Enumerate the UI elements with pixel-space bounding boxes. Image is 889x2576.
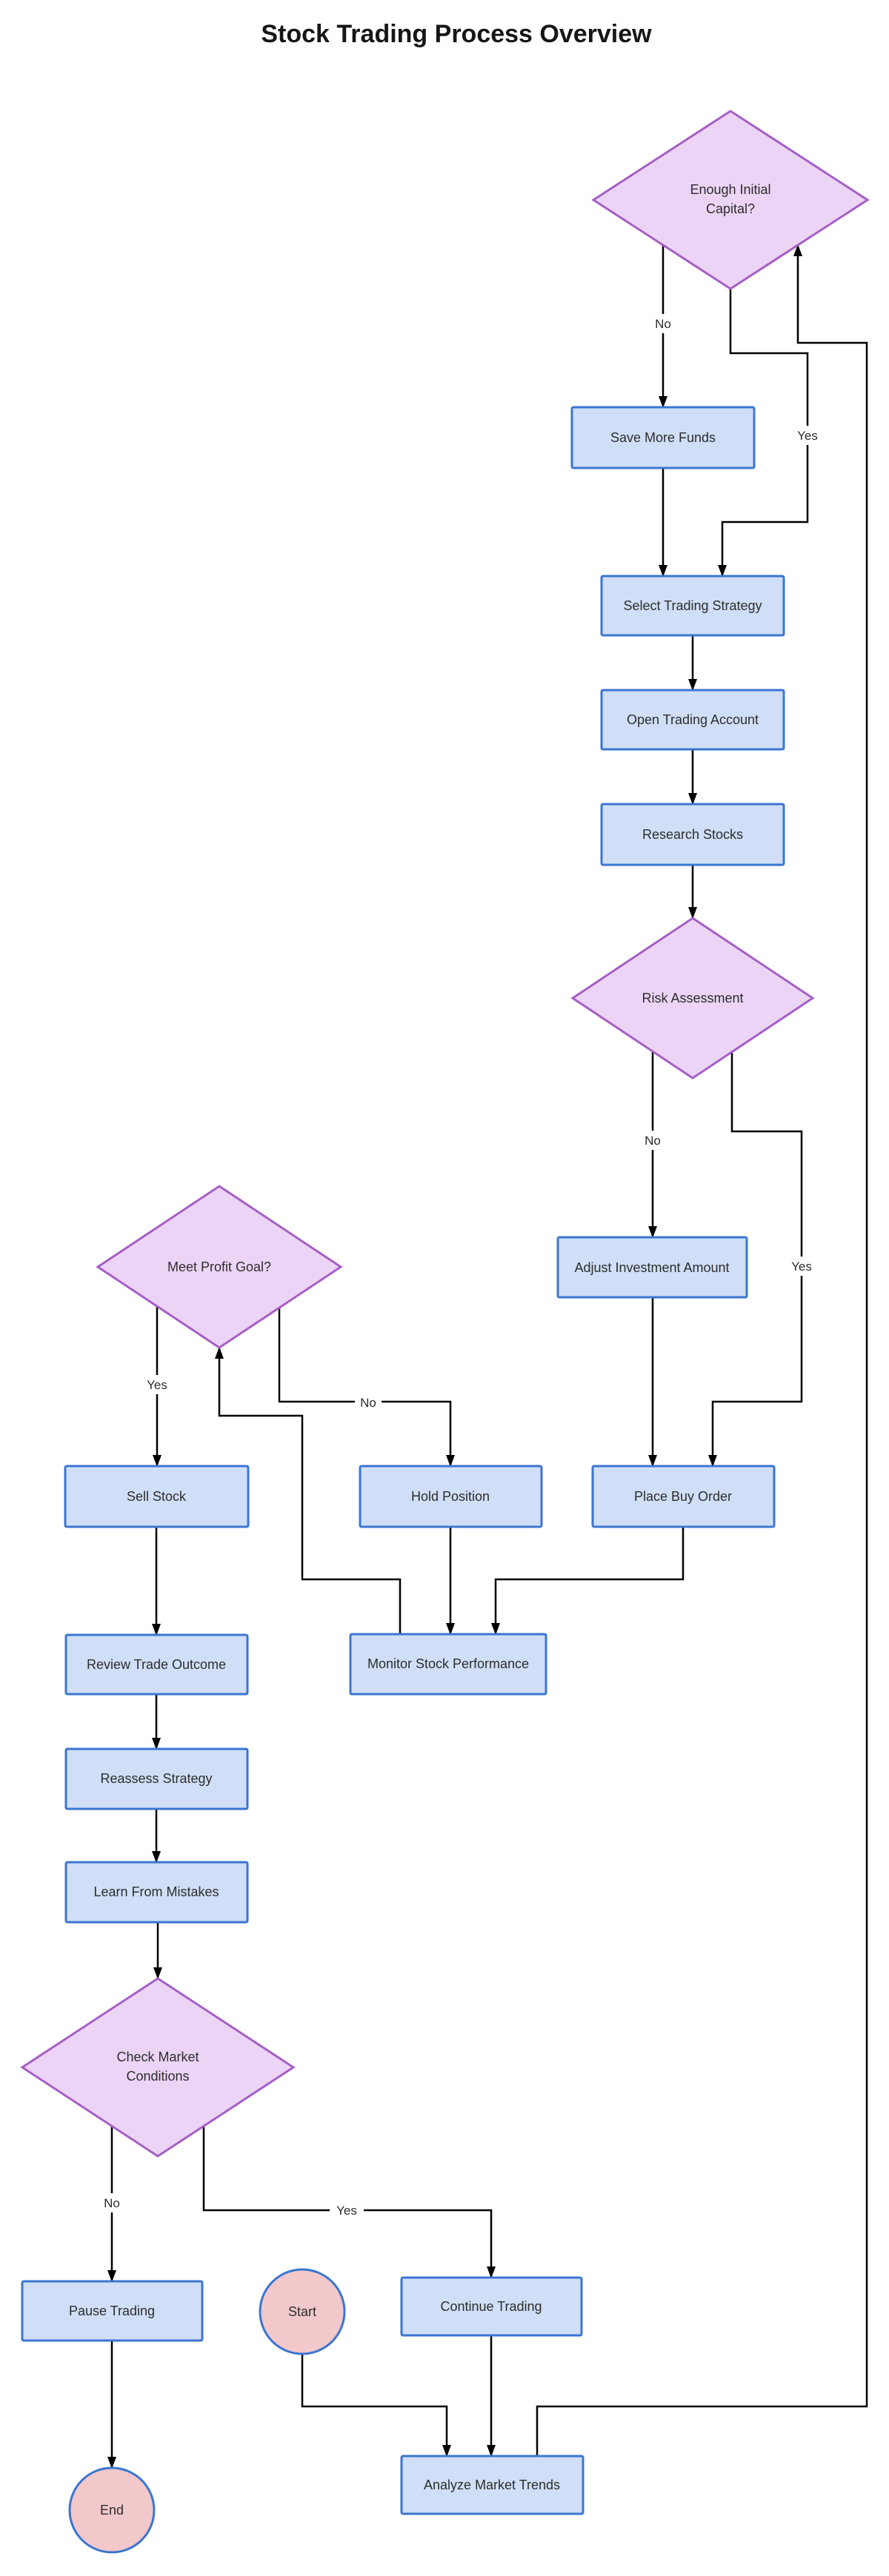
svg-text:Learn From Mistakes: Learn From Mistakes [93,1884,219,1899]
decision-risk-assessment: Risk Assessment [570,917,815,1080]
svg-text:Review Trade Outcome: Review Trade Outcome [87,1657,226,1672]
decision-check-market-conditions: Check Market Conditions [20,1977,296,2158]
svg-text:No: No [104,2196,120,2210]
svg-text:Risk Assessment: Risk Assessment [642,991,743,1006]
terminal-start: Start [259,2268,346,2355]
svg-text:Yes: Yes [791,1259,812,1274]
node-monitor-stock-performance: Monitor Stock Performance [349,1633,547,1696]
edge-label-no: No [639,1131,666,1150]
edge-label-yes: Yes [330,2201,364,2220]
svg-text:Reassess Strategy: Reassess Strategy [100,1771,212,1786]
svg-text:Yes: Yes [336,2204,357,2218]
svg-text:Open Trading Account: Open Trading Account [627,712,759,727]
node-sell-stock: Sell Stock [64,1465,250,1528]
node-research-stocks: Research Stocks [600,803,785,866]
svg-text:Enough Initial: Enough Initial [690,182,770,197]
node-hold-position: Hold Position [359,1465,543,1528]
svg-text:Hold Position: Hold Position [411,1489,490,1504]
svg-text:Continue Trading: Continue Trading [440,2299,542,2314]
node-analyze-market-trends: Analyze Market Trends [400,2455,585,2515]
svg-text:Analyze Market Trends: Analyze Market Trends [424,2478,560,2492]
node-open-trading-account: Open Trading Account [600,689,785,751]
edge-label-no: No [99,2193,125,2212]
svg-text:Monitor Stock Performance: Monitor Stock Performance [367,1656,529,1671]
node-select-trading-strategy: Select Trading Strategy [600,575,785,637]
svg-text:Meet Profit Goal?: Meet Profit Goal? [167,1259,271,1274]
svg-text:Pause Trading: Pause Trading [69,2304,155,2318]
edge-start-analyze-trends [301,2355,451,2457]
node-save-more-funds: Save More Funds [570,406,756,469]
edge-label-no: No [650,314,676,333]
node-reassess-strategy: Reassess Strategy [64,1747,249,1810]
svg-text:Adjust Investment Amount: Adjust Investment Amount [574,1260,729,1275]
svg-text:Place Buy Order: Place Buy Order [634,1489,732,1504]
edge-place-order-monitor [491,1527,685,1635]
decision-enough-initial-capital: Enough Initial Capital? [591,110,870,290]
node-review-trade-outcome: Review Trade Outcome [64,1633,249,1696]
node-place-buy-order: Place Buy Order [591,1465,776,1528]
edge-labels: No Yes No Yes Yes No No Yes [99,314,825,2220]
node-learn-from-mistakes: Learn From Mistakes [64,1861,249,1924]
edge-analyze-trends-capital-loop [536,244,868,2456]
svg-text:Capital?: Capital? [706,201,755,216]
svg-text:Save More Funds: Save More Funds [610,430,716,445]
edge-label-yes: Yes [785,1257,819,1276]
edge-profit-no-hold-position [278,1308,455,1467]
node-pause-trading: Pause Trading [21,2280,204,2342]
edge-monitor-profit-goal-return [215,1347,402,1634]
edge-label-yes: Yes [790,426,825,445]
svg-text:Research Stocks: Research Stocks [642,827,743,842]
decision-meet-profit-goal: Meet Profit Goal? [96,1185,343,1349]
svg-text:No: No [360,1396,376,1410]
svg-text:Yes: Yes [797,429,818,443]
svg-text:Select Trading Strategy: Select Trading Strategy [623,598,762,613]
edge-label-yes: Yes [140,1375,174,1394]
node-continue-trading: Continue Trading [400,2276,583,2337]
svg-text:Yes: Yes [147,1378,167,1392]
edge-label-no: No [355,1393,382,1412]
page-title: Stock Trading Process Overview [261,20,652,48]
svg-text:Sell Stock: Sell Stock [127,1489,187,1504]
terminal-end: End [68,2466,156,2554]
svg-text:No: No [645,1134,661,1148]
svg-text:Conditions: Conditions [126,2069,189,2084]
svg-text:Check Market: Check Market [116,2050,199,2064]
svg-text:End: End [100,2503,124,2518]
node-adjust-investment-amount: Adjust Investment Amount [556,1236,748,1299]
svg-text:Start: Start [288,2304,316,2319]
edges [107,244,868,2469]
svg-text:No: No [655,317,671,331]
